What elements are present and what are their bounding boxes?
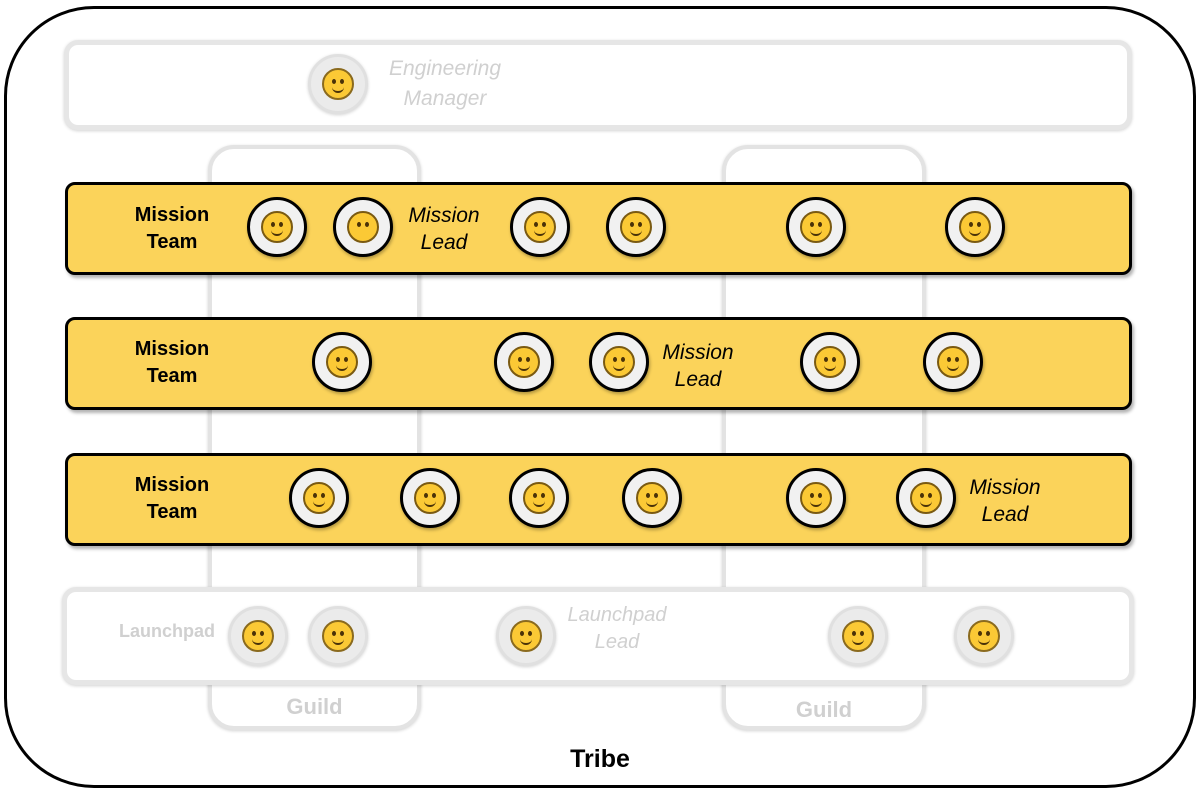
hushed-face-icon — [636, 482, 668, 514]
tears-of-joy-face-icon — [326, 346, 358, 378]
persevering-face-icon — [603, 346, 635, 378]
launchpad-label: Launchpad — [118, 621, 215, 641]
mission-team-label: Mission Team — [134, 474, 210, 523]
expressionless-face-icon — [620, 211, 652, 243]
mission-lead-avatar — [333, 197, 393, 257]
yum-face-icon — [414, 482, 446, 514]
surprised-face-icon — [959, 211, 991, 243]
hugging-face-icon — [842, 620, 874, 652]
team-member — [247, 197, 307, 257]
team-member — [945, 197, 1005, 257]
winking-face-icon — [800, 211, 832, 243]
launchpad-lead-label: Launchpad Lead — [567, 604, 667, 653]
launchpad-lead-avatar — [496, 606, 556, 666]
tribe-label: Tribe — [570, 745, 630, 773]
mission-lead-avatar — [896, 468, 956, 528]
engineering-manager-avatar — [308, 54, 368, 114]
mission-lead-label: Mission Lead — [969, 476, 1041, 526]
mission-lead-label: Mission Lead — [408, 204, 480, 254]
team-member — [786, 468, 846, 528]
rolling-laughing-face-icon — [523, 482, 555, 514]
launchpad-member — [308, 606, 368, 666]
squinting-face-icon — [322, 620, 354, 652]
confused-face-icon — [261, 211, 293, 243]
launchpad-member — [228, 606, 288, 666]
team-member — [400, 468, 460, 528]
zipper-mouth-face-icon — [510, 620, 542, 652]
no-mouth-face-icon — [347, 211, 379, 243]
neutral-face-icon — [303, 482, 335, 514]
engineering-manager-box — [64, 40, 1132, 130]
slight-smile-icon — [322, 68, 354, 100]
team-member — [800, 332, 860, 392]
shushing-face-icon — [800, 482, 832, 514]
star-struck-face-icon — [508, 346, 540, 378]
team-member — [289, 468, 349, 528]
smiling-face-icon — [814, 346, 846, 378]
team-member — [606, 197, 666, 257]
engineering-manager-label: Engineering Manager — [388, 57, 502, 110]
mission-team-label: Mission Team — [134, 338, 210, 387]
launchpad-member — [954, 606, 1014, 666]
guild-label-2: Guild — [795, 697, 853, 722]
team-member — [494, 332, 554, 392]
mission-lead-avatar — [589, 332, 649, 392]
team-member — [622, 468, 682, 528]
team-member — [923, 332, 983, 392]
guild-label-1: Guild — [286, 694, 343, 719]
team-member — [312, 332, 372, 392]
mission-team-label: Mission Team — [134, 204, 210, 253]
team-member — [509, 468, 569, 528]
sunglasses-face-icon — [910, 482, 942, 514]
team-member — [510, 197, 570, 257]
laughing-face-icon — [524, 211, 556, 243]
relieved-face-icon — [242, 620, 274, 652]
mission-lead-label: Mission Lead — [662, 341, 734, 391]
hugging-face-icon — [968, 620, 1000, 652]
team-member — [786, 197, 846, 257]
grinning-face-icon — [937, 346, 969, 378]
launchpad-member — [828, 606, 888, 666]
